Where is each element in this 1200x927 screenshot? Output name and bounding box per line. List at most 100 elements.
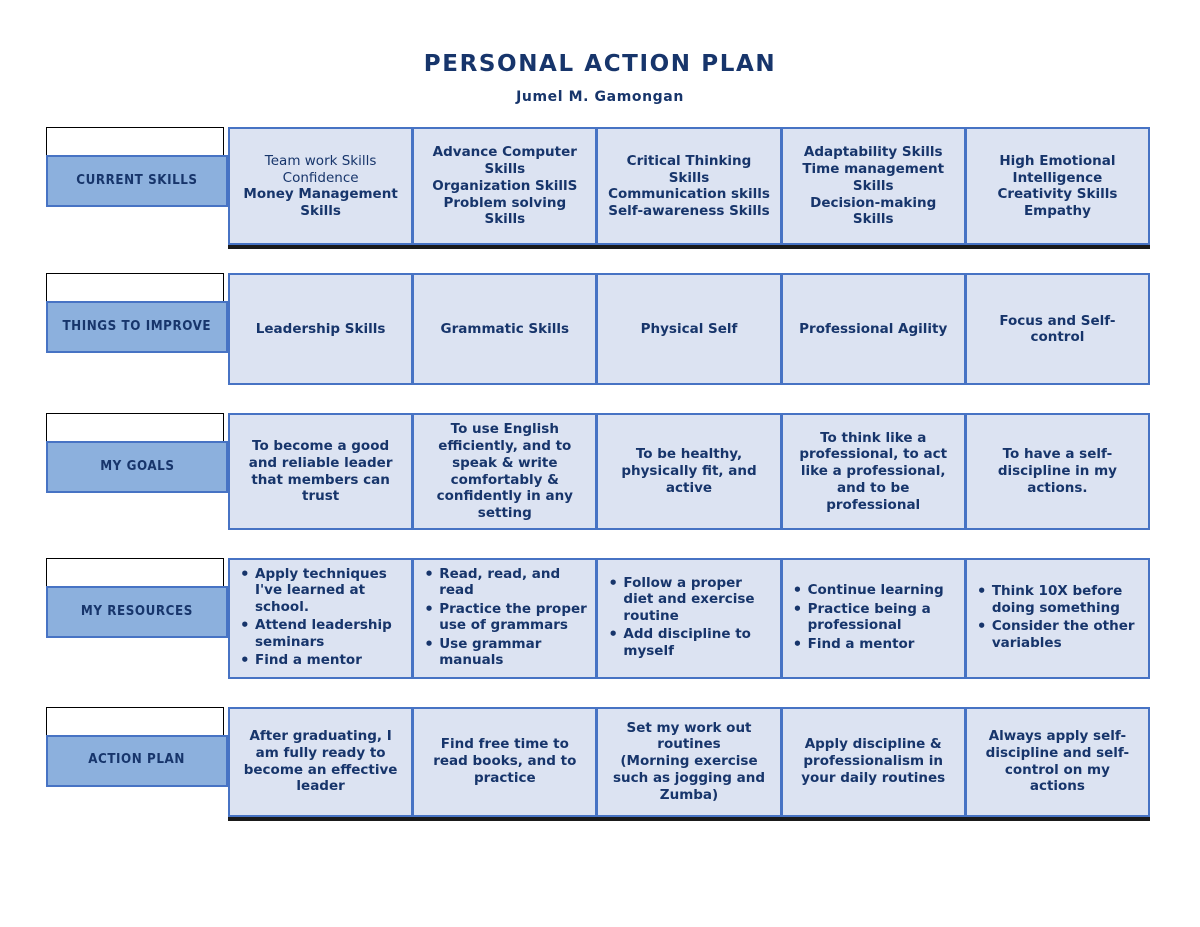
- cell-line: such as jogging and: [612, 769, 766, 786]
- cell-line: Communication skills: [608, 186, 770, 203]
- cell-line: professionalism in: [803, 753, 944, 770]
- row-label-column: MY RESOURCES: [46, 557, 228, 679]
- cell-line: discipline in my: [997, 463, 1117, 480]
- cell-line: like a professional,: [800, 463, 946, 480]
- plan-cell-content: Grammatic Skills: [422, 321, 587, 338]
- cell-line: Self-awareness Skills: [608, 203, 770, 220]
- plan-cell: Continue learningPractice being a profes…: [780, 557, 966, 679]
- plan-cell: Read, read, and readPractice the proper …: [412, 557, 598, 679]
- cell-line: actions.: [1027, 479, 1088, 496]
- cell-line: Skills: [484, 161, 526, 178]
- bullet-list: Think 10X before doing somethingConsider…: [975, 582, 1140, 651]
- row-label-my-resources: MY RESOURCES: [46, 585, 228, 638]
- row-label-text: ACTION PLAN: [88, 752, 186, 768]
- plan-cell: Always apply self-discipline and self-co…: [964, 706, 1151, 817]
- row-label-column: MY GOALS: [46, 413, 228, 529]
- plan-cell: Grammatic Skills: [412, 273, 598, 386]
- cell-line: actions: [1029, 778, 1085, 795]
- cell-line: Critical Thinking: [626, 152, 752, 169]
- cell-line: routines: [657, 736, 721, 753]
- plan-cell-content: Continue learningPractice being a profes…: [791, 581, 956, 654]
- cell-line: Physical Self: [640, 320, 738, 337]
- plan-cell: Physical Self: [596, 273, 782, 386]
- row-label-action-plan: ACTION PLAN: [46, 734, 228, 787]
- cell-line: that members can: [251, 471, 390, 488]
- plan-cell-content: Read, read, and readPractice the proper …: [422, 565, 587, 671]
- plan-cell-content: Professional Agility: [791, 321, 956, 338]
- cell-line: Time management: [802, 161, 945, 178]
- row-drop-shadow: [228, 816, 1150, 821]
- cell-line: Skills: [484, 211, 526, 228]
- cell-line: and to be: [837, 479, 910, 496]
- cell-line: am fully ready to: [255, 744, 386, 761]
- cell-line: practice: [473, 769, 536, 786]
- cell-line: Team work Skills: [264, 152, 377, 169]
- bullet-item: Practice being a professional: [791, 600, 956, 634]
- plan-cell-content: Follow a proper diet and exercise routin…: [606, 574, 771, 661]
- bullet-item: Find a mentor: [238, 651, 403, 670]
- row-label-column: CURRENT SKILLS: [46, 127, 228, 245]
- cell-line: speak & write: [452, 454, 558, 471]
- cell-line: Intelligence: [1012, 169, 1103, 186]
- plan-cell-content: Physical Self: [606, 321, 771, 338]
- cell-line: To have a self-: [1002, 446, 1113, 463]
- cell-line: discipline and self-: [985, 744, 1130, 761]
- bullet-list: Continue learningPractice being a profes…: [791, 581, 956, 653]
- cell-line: After graduating, I: [249, 728, 392, 745]
- title-block: PERSONAL ACTION PLAN Jumel M. Gamongan: [0, 0, 1200, 105]
- cell-line: read books, and to: [433, 753, 577, 770]
- cell-line: Skills: [668, 169, 710, 186]
- row-label-my-goals: MY GOALS: [46, 441, 228, 494]
- plan-cell: Leadership Skills: [228, 273, 414, 386]
- cell-line: To be healthy,: [635, 446, 743, 463]
- cell-line: Skills: [300, 203, 341, 220]
- row-label-things-to-improve: THINGS TO IMPROVE: [46, 301, 228, 354]
- cell-line: Empathy: [1023, 203, 1091, 220]
- plan-cell-content: Leadership Skills: [238, 321, 403, 338]
- cell-line: your daily routines: [801, 769, 946, 786]
- bullet-item: Add discipline to myself: [606, 625, 771, 659]
- cell-line: Set my work out: [626, 719, 752, 736]
- cell-line: leader: [296, 778, 345, 795]
- row-label-column: THINGS TO IMPROVE: [46, 273, 228, 385]
- cell-line: To think like a: [820, 429, 927, 446]
- cell-line: Professional Agility: [799, 320, 948, 337]
- cell-line: Creativity Skills: [997, 186, 1118, 203]
- cell-line: professional: [826, 496, 921, 513]
- cell-line: become an effective: [243, 761, 398, 778]
- row-label-text: MY GOALS: [99, 459, 175, 475]
- cell-line: Problem solving: [443, 194, 567, 211]
- bullet-list: Read, read, and readPractice the proper …: [422, 565, 587, 669]
- plan-cell-content: Always apply self-discipline and self-co…: [975, 728, 1140, 795]
- cell-line: Zumba): [659, 786, 719, 803]
- cell-line: Leadership Skills: [255, 320, 386, 337]
- bullet-item: Read, read, and read: [422, 565, 587, 599]
- cell-line: Always apply self-: [988, 728, 1127, 745]
- cell-line: control: [1030, 329, 1085, 346]
- plan-cell: Follow a proper diet and exercise routin…: [596, 557, 782, 679]
- cell-line: trust: [301, 488, 340, 505]
- bullet-item: Continue learning: [791, 581, 956, 600]
- cell-line: physically fit, and: [621, 463, 757, 480]
